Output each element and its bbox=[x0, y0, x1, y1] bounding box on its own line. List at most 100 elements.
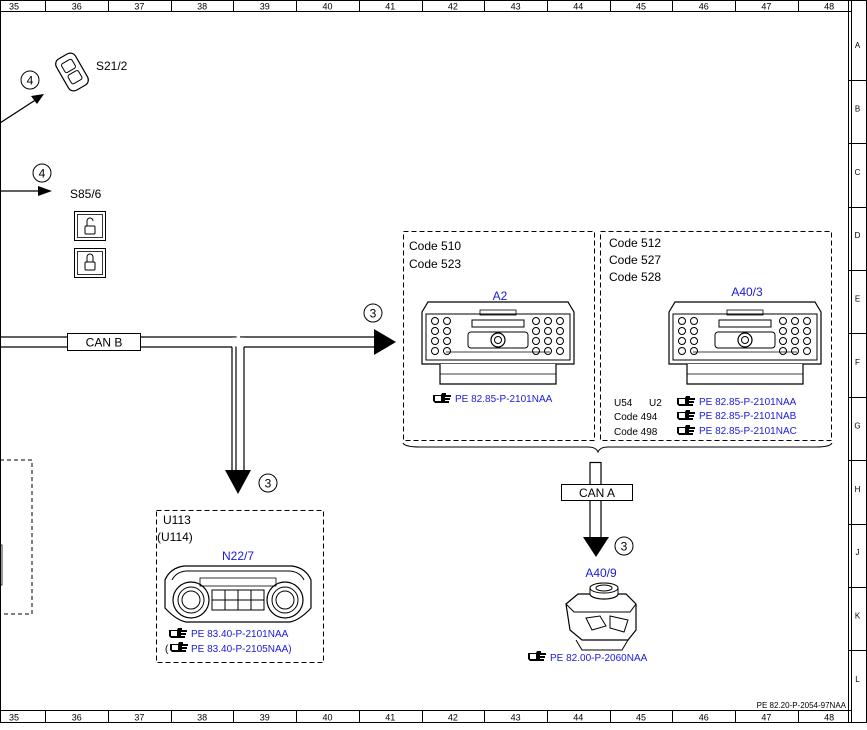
callout-number: 3 bbox=[621, 540, 628, 554]
radio-unit-icon bbox=[421, 301, 575, 385]
arrow-down bbox=[583, 537, 609, 557]
a40-3-ref-link[interactable]: PE 82.85-P-2101NAC bbox=[699, 426, 797, 437]
controller-knob-icon bbox=[565, 582, 637, 651]
lock-switch-icon bbox=[74, 248, 106, 278]
column-number: 46 bbox=[699, 2, 709, 12]
row-letter: F bbox=[855, 358, 860, 367]
key-fob-icon bbox=[55, 52, 89, 92]
a40-3-ref-link[interactable]: PE 82.85-P-2101NAA bbox=[699, 397, 797, 408]
a2-label[interactable]: A2 bbox=[493, 289, 508, 303]
callout-number: 4 bbox=[39, 167, 46, 181]
hand-pointer-icon bbox=[677, 425, 695, 435]
column-number: 44 bbox=[573, 713, 583, 723]
document-reference: PE 82.20-P-2054-97NAA bbox=[757, 701, 847, 710]
row-letter: L bbox=[855, 675, 860, 684]
column-number: 40 bbox=[322, 713, 332, 723]
row-letter: G bbox=[854, 421, 860, 430]
callout-circle bbox=[32, 163, 52, 183]
arrow-down bbox=[225, 470, 251, 494]
hand-pointer-icon bbox=[433, 393, 451, 403]
column-number: 36 bbox=[72, 713, 82, 723]
column-number: 43 bbox=[511, 2, 521, 12]
column-number: 45 bbox=[636, 713, 646, 723]
a40-9-ref-link[interactable]: PE 82.00-P-2060NAA bbox=[550, 653, 648, 664]
callout-circle bbox=[614, 536, 634, 556]
s21-2-group: 4 S21/2 bbox=[0, 52, 128, 124]
a40-3-ref-link[interactable]: PE 82.85-P-2101NAB bbox=[699, 411, 797, 422]
column-number: 37 bbox=[134, 2, 144, 12]
variant-condition: U54 bbox=[614, 398, 633, 409]
a40-3-box: Code 512 Code 527 Code 528 A40/3 U54 U2 … bbox=[600, 231, 832, 441]
hand-pointer-icon bbox=[528, 651, 546, 661]
a40-3-label[interactable]: A40/3 bbox=[731, 285, 763, 299]
partial-dashed-box bbox=[0, 459, 33, 615]
row-letter: J bbox=[856, 548, 860, 557]
hand-pointer-icon bbox=[677, 410, 695, 420]
column-number: 35 bbox=[9, 2, 19, 12]
n22-7-ref-link[interactable]: PE 83.40-P-2105NAA) bbox=[191, 644, 292, 655]
s85-6-label: S85/6 bbox=[70, 187, 102, 201]
s85-6-group: 4 S85/6 bbox=[0, 163, 106, 278]
row-letter: D bbox=[855, 231, 861, 240]
can-b-label: CAN B bbox=[86, 336, 123, 350]
column-number: 39 bbox=[260, 713, 270, 723]
column-number: 36 bbox=[72, 2, 82, 12]
column-number: 41 bbox=[385, 713, 395, 723]
column-number: 42 bbox=[448, 713, 458, 723]
row-letter: H bbox=[855, 485, 861, 494]
can-b-bus: CAN B 3 3 bbox=[0, 303, 396, 494]
variant-condition: U2 bbox=[649, 398, 662, 409]
row-letter: K bbox=[855, 612, 861, 621]
callout-circle bbox=[258, 473, 278, 493]
column-number: 35 bbox=[9, 713, 19, 723]
column-number: 46 bbox=[699, 713, 709, 723]
can-a-bus: CAN A 3 bbox=[561, 461, 634, 557]
a40-3-code-3: Code 528 bbox=[609, 270, 661, 284]
column-number: 40 bbox=[322, 2, 332, 12]
can-a-tag bbox=[561, 484, 633, 501]
hand-pointer-icon bbox=[677, 396, 695, 406]
callout-number: 3 bbox=[370, 307, 377, 321]
unlock-switch-icon bbox=[74, 211, 106, 241]
callout-circle bbox=[20, 70, 40, 90]
column-number: 39 bbox=[260, 2, 270, 12]
a40-9-label[interactable]: A40/9 bbox=[585, 566, 617, 580]
column-number: 42 bbox=[448, 2, 458, 12]
radio-unit-icon bbox=[668, 301, 822, 385]
n22-7-label[interactable]: N22/7 bbox=[222, 549, 254, 563]
column-number: 38 bbox=[197, 713, 207, 723]
callout-number: 3 bbox=[265, 477, 272, 491]
a2-code-1: Code 510 bbox=[409, 239, 461, 253]
callout-number: 4 bbox=[27, 74, 34, 88]
column-number: 44 bbox=[573, 2, 583, 12]
row-letter: C bbox=[855, 168, 861, 177]
column-number: 45 bbox=[636, 2, 646, 12]
n22-7-condition-1: U113 bbox=[163, 513, 191, 527]
hand-pointer-icon bbox=[170, 642, 188, 652]
arrow-right bbox=[374, 329, 396, 355]
variant-condition: Code 494 bbox=[614, 412, 658, 423]
a2-code-2: Code 523 bbox=[409, 257, 461, 271]
a2-ref-link[interactable]: PE 82.85-P-2101NAA bbox=[455, 394, 553, 405]
column-number: 37 bbox=[134, 713, 144, 723]
callout-circle bbox=[363, 303, 383, 323]
row-letter: A bbox=[855, 41, 861, 50]
column-number: 48 bbox=[824, 713, 834, 723]
paren-open: ( bbox=[165, 644, 169, 655]
column-number: 38 bbox=[197, 2, 207, 12]
n22-7-ref-link[interactable]: PE 83.40-P-2101NAA bbox=[191, 629, 289, 640]
a40-9-group: A40/9 PE 82.00-P-2060NAA bbox=[528, 566, 648, 664]
group-brace bbox=[402, 442, 833, 454]
s21-2-label: S21/2 bbox=[96, 59, 128, 73]
row-letter: B bbox=[855, 104, 860, 113]
variant-condition: Code 498 bbox=[614, 427, 658, 438]
a2-box: Code 510 Code 523 A2 PE 82.85-P-2101NAA bbox=[403, 231, 595, 441]
climate-control-panel-icon bbox=[164, 565, 312, 623]
column-number: 43 bbox=[511, 713, 521, 723]
can-b-tag bbox=[67, 333, 141, 351]
can-a-label: CAN A bbox=[579, 486, 615, 500]
